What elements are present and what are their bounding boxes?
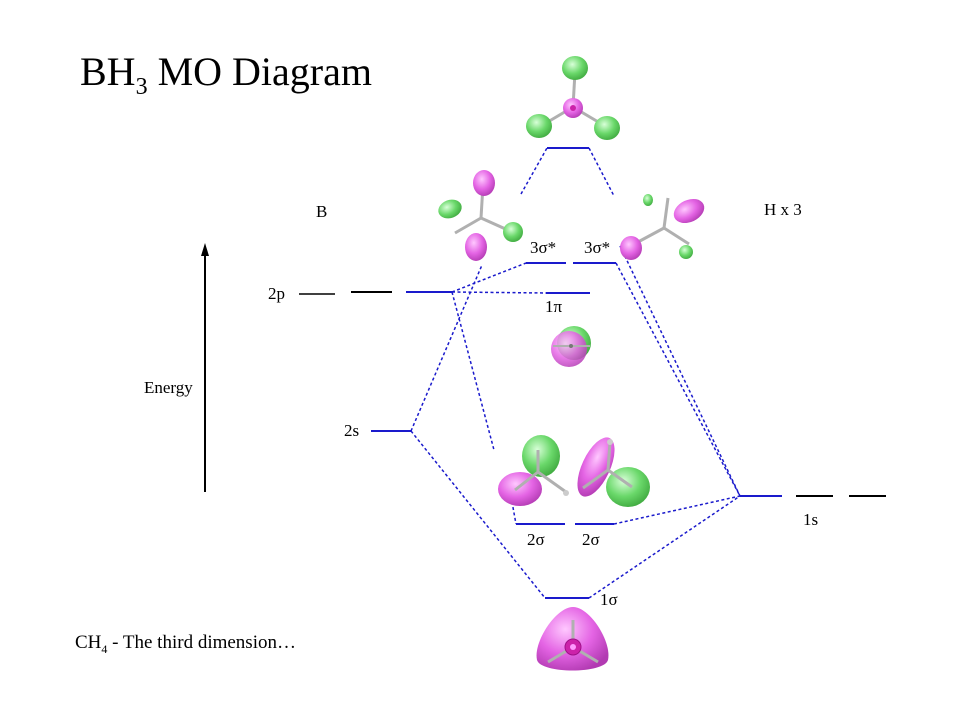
label-b-2s: 2s — [344, 421, 360, 440]
orbital-1pi-icon — [551, 326, 591, 367]
page-title: BH3 MO Diagram — [80, 49, 372, 100]
label-b-2p: 2p — [268, 284, 285, 303]
orbital-3sigma-star-left-icon — [438, 170, 523, 261]
label-1pi: 1π — [545, 297, 563, 316]
energy-axis-arrowhead — [201, 243, 209, 256]
b-2p-levels — [299, 291, 452, 295]
orbital-2sigma-right-icon — [577, 437, 650, 507]
orbital-1sigma-icon — [536, 607, 609, 671]
label-boron: B — [316, 202, 328, 221]
label-2sigma-left: 2σ — [527, 530, 545, 549]
footer-caption: CH4 - The third dimension… — [75, 632, 296, 656]
label-hydrogen: H x 3 — [764, 200, 802, 219]
label-1sigma: 1σ — [600, 590, 618, 609]
orbital-top-icon — [526, 56, 620, 140]
label-2sigma-right: 2σ — [582, 530, 600, 549]
label-energy: Energy — [144, 378, 193, 397]
correlation-lines — [410, 147, 741, 599]
orbital-2sigma-left-icon — [498, 435, 569, 506]
orbital-3sigma-star-right-icon — [620, 194, 705, 260]
label-3sigma-star-right: 3σ* — [584, 238, 611, 257]
label-h-1s: 1s — [803, 510, 819, 529]
label-3sigma-star-left: 3σ* — [530, 238, 557, 257]
